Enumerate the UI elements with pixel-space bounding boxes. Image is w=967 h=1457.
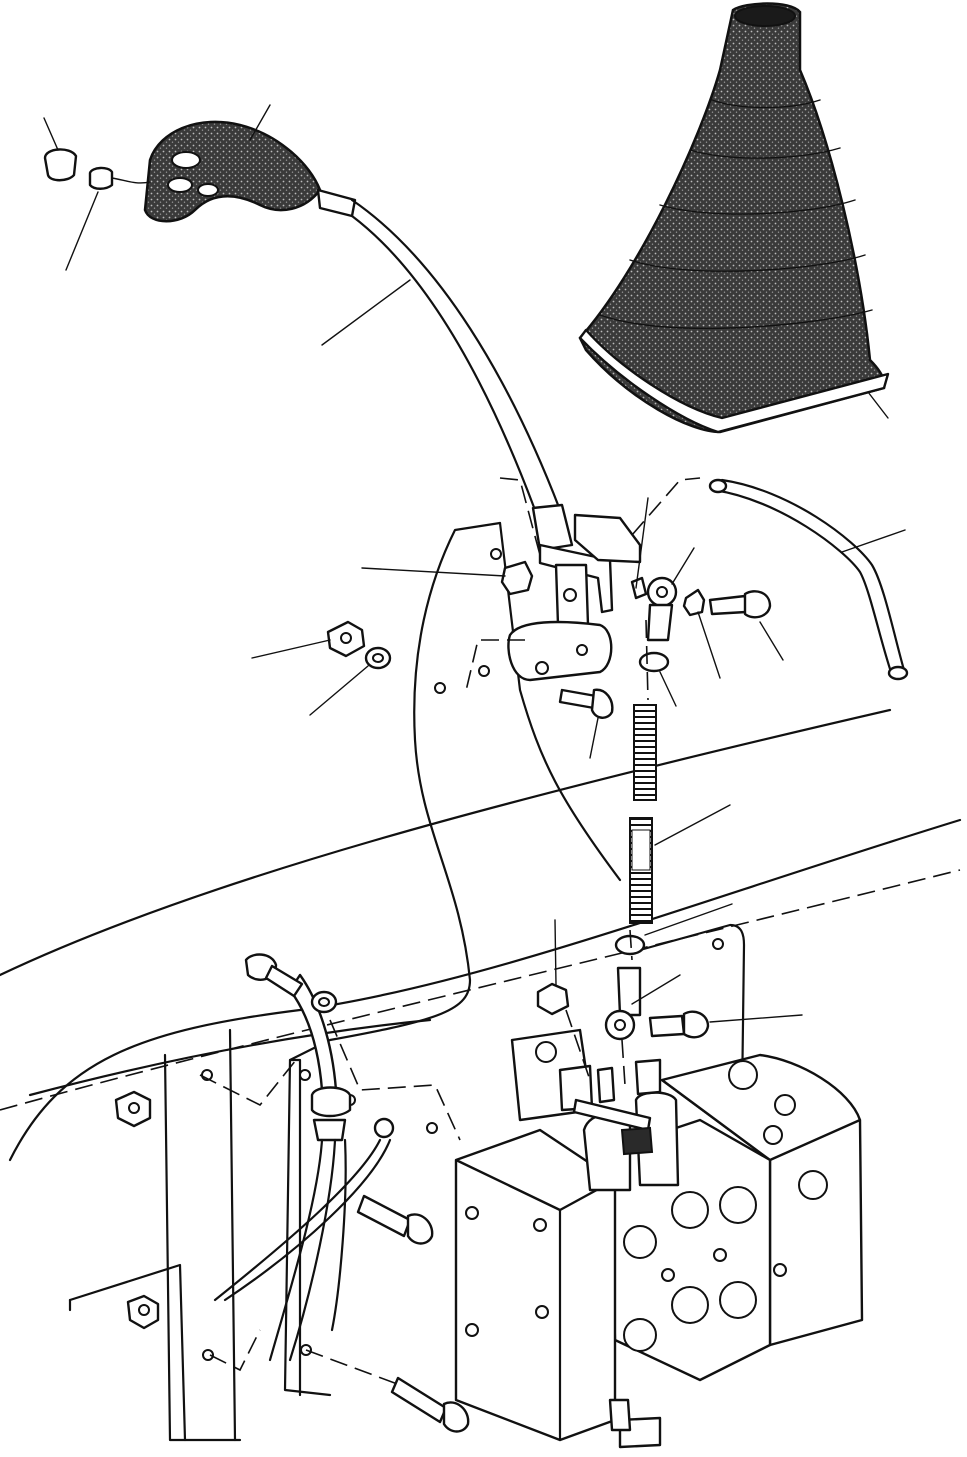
joystick-handle [143, 120, 357, 223]
lever-tube [350, 198, 574, 552]
ball-joint-lower [604, 934, 646, 1041]
harness-bolt-upper [244, 953, 304, 998]
control-valve-block [454, 1028, 864, 1449]
wiring-harness [213, 973, 395, 1362]
callout-leaders [43, 104, 906, 1023]
pivot-nut [500, 560, 534, 596]
harness-washer [310, 990, 338, 1014]
bottom-bolt [390, 1376, 470, 1433]
rod-lock-nut [638, 651, 670, 673]
frame-nut-upper [114, 1090, 152, 1128]
upper-bolt [708, 590, 772, 619]
joystick-switch-cap [43, 148, 151, 190]
left-nut [326, 620, 366, 658]
valve-mounting-plate [638, 923, 746, 1102]
rubber-boot [578, 2, 890, 434]
assembly-guide-lines [199, 477, 701, 1386]
fork-bolt [558, 688, 614, 719]
threaded-rod [629, 704, 657, 924]
grommet-bolt [356, 1194, 434, 1245]
pivot-bracket [507, 513, 642, 682]
left-washer [364, 646, 392, 670]
ball-joint-upper [630, 576, 678, 642]
valve-spool-nut [536, 982, 570, 1016]
ball-joint-nut [682, 588, 706, 617]
chassis-outline [0, 708, 962, 1442]
retaining-pin [708, 478, 909, 681]
lower-bolt [648, 1010, 710, 1039]
frame-nut-lower [126, 1294, 160, 1330]
